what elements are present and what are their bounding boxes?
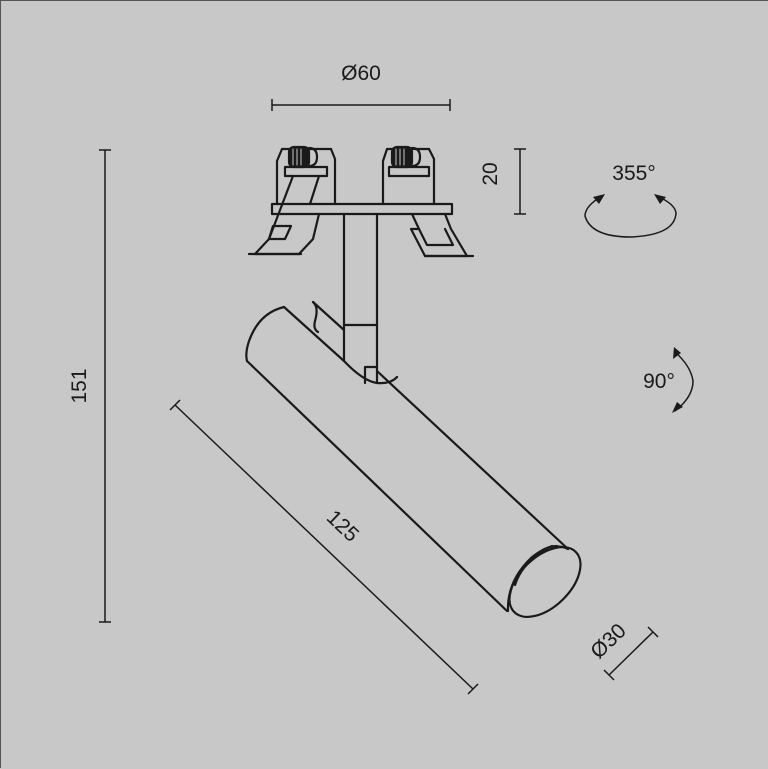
arrow-heads	[593, 194, 683, 413]
label-head-diameter: Ø30	[586, 619, 631, 663]
dimension-head-diameter	[603, 626, 659, 681]
right-spring-icon	[390, 145, 422, 169]
mount-assembly	[247, 145, 475, 258]
label-mount-diameter: Ø60	[341, 62, 381, 85]
mount-plate	[270, 202, 454, 216]
stem	[342, 212, 379, 385]
label-head-length: 125	[322, 506, 363, 547]
dimension-total-height	[99, 149, 111, 623]
label-rotation-vertical: 90°	[643, 370, 675, 393]
spotlight-head	[245, 300, 582, 618]
dimension-mount-diameter	[271, 99, 451, 111]
label-rotation-horizontal: 355°	[612, 162, 655, 185]
label-total-height: 151	[68, 368, 91, 403]
rotation-355-arrow-icon	[584, 195, 677, 238]
left-spring-icon	[287, 145, 319, 169]
rotation-90-arrow-icon	[673, 350, 694, 412]
label-mount-height: 20	[479, 162, 502, 185]
dimension-lines	[99, 99, 694, 695]
dimension-head-length	[169, 399, 479, 695]
dimension-mount-height	[514, 148, 526, 215]
